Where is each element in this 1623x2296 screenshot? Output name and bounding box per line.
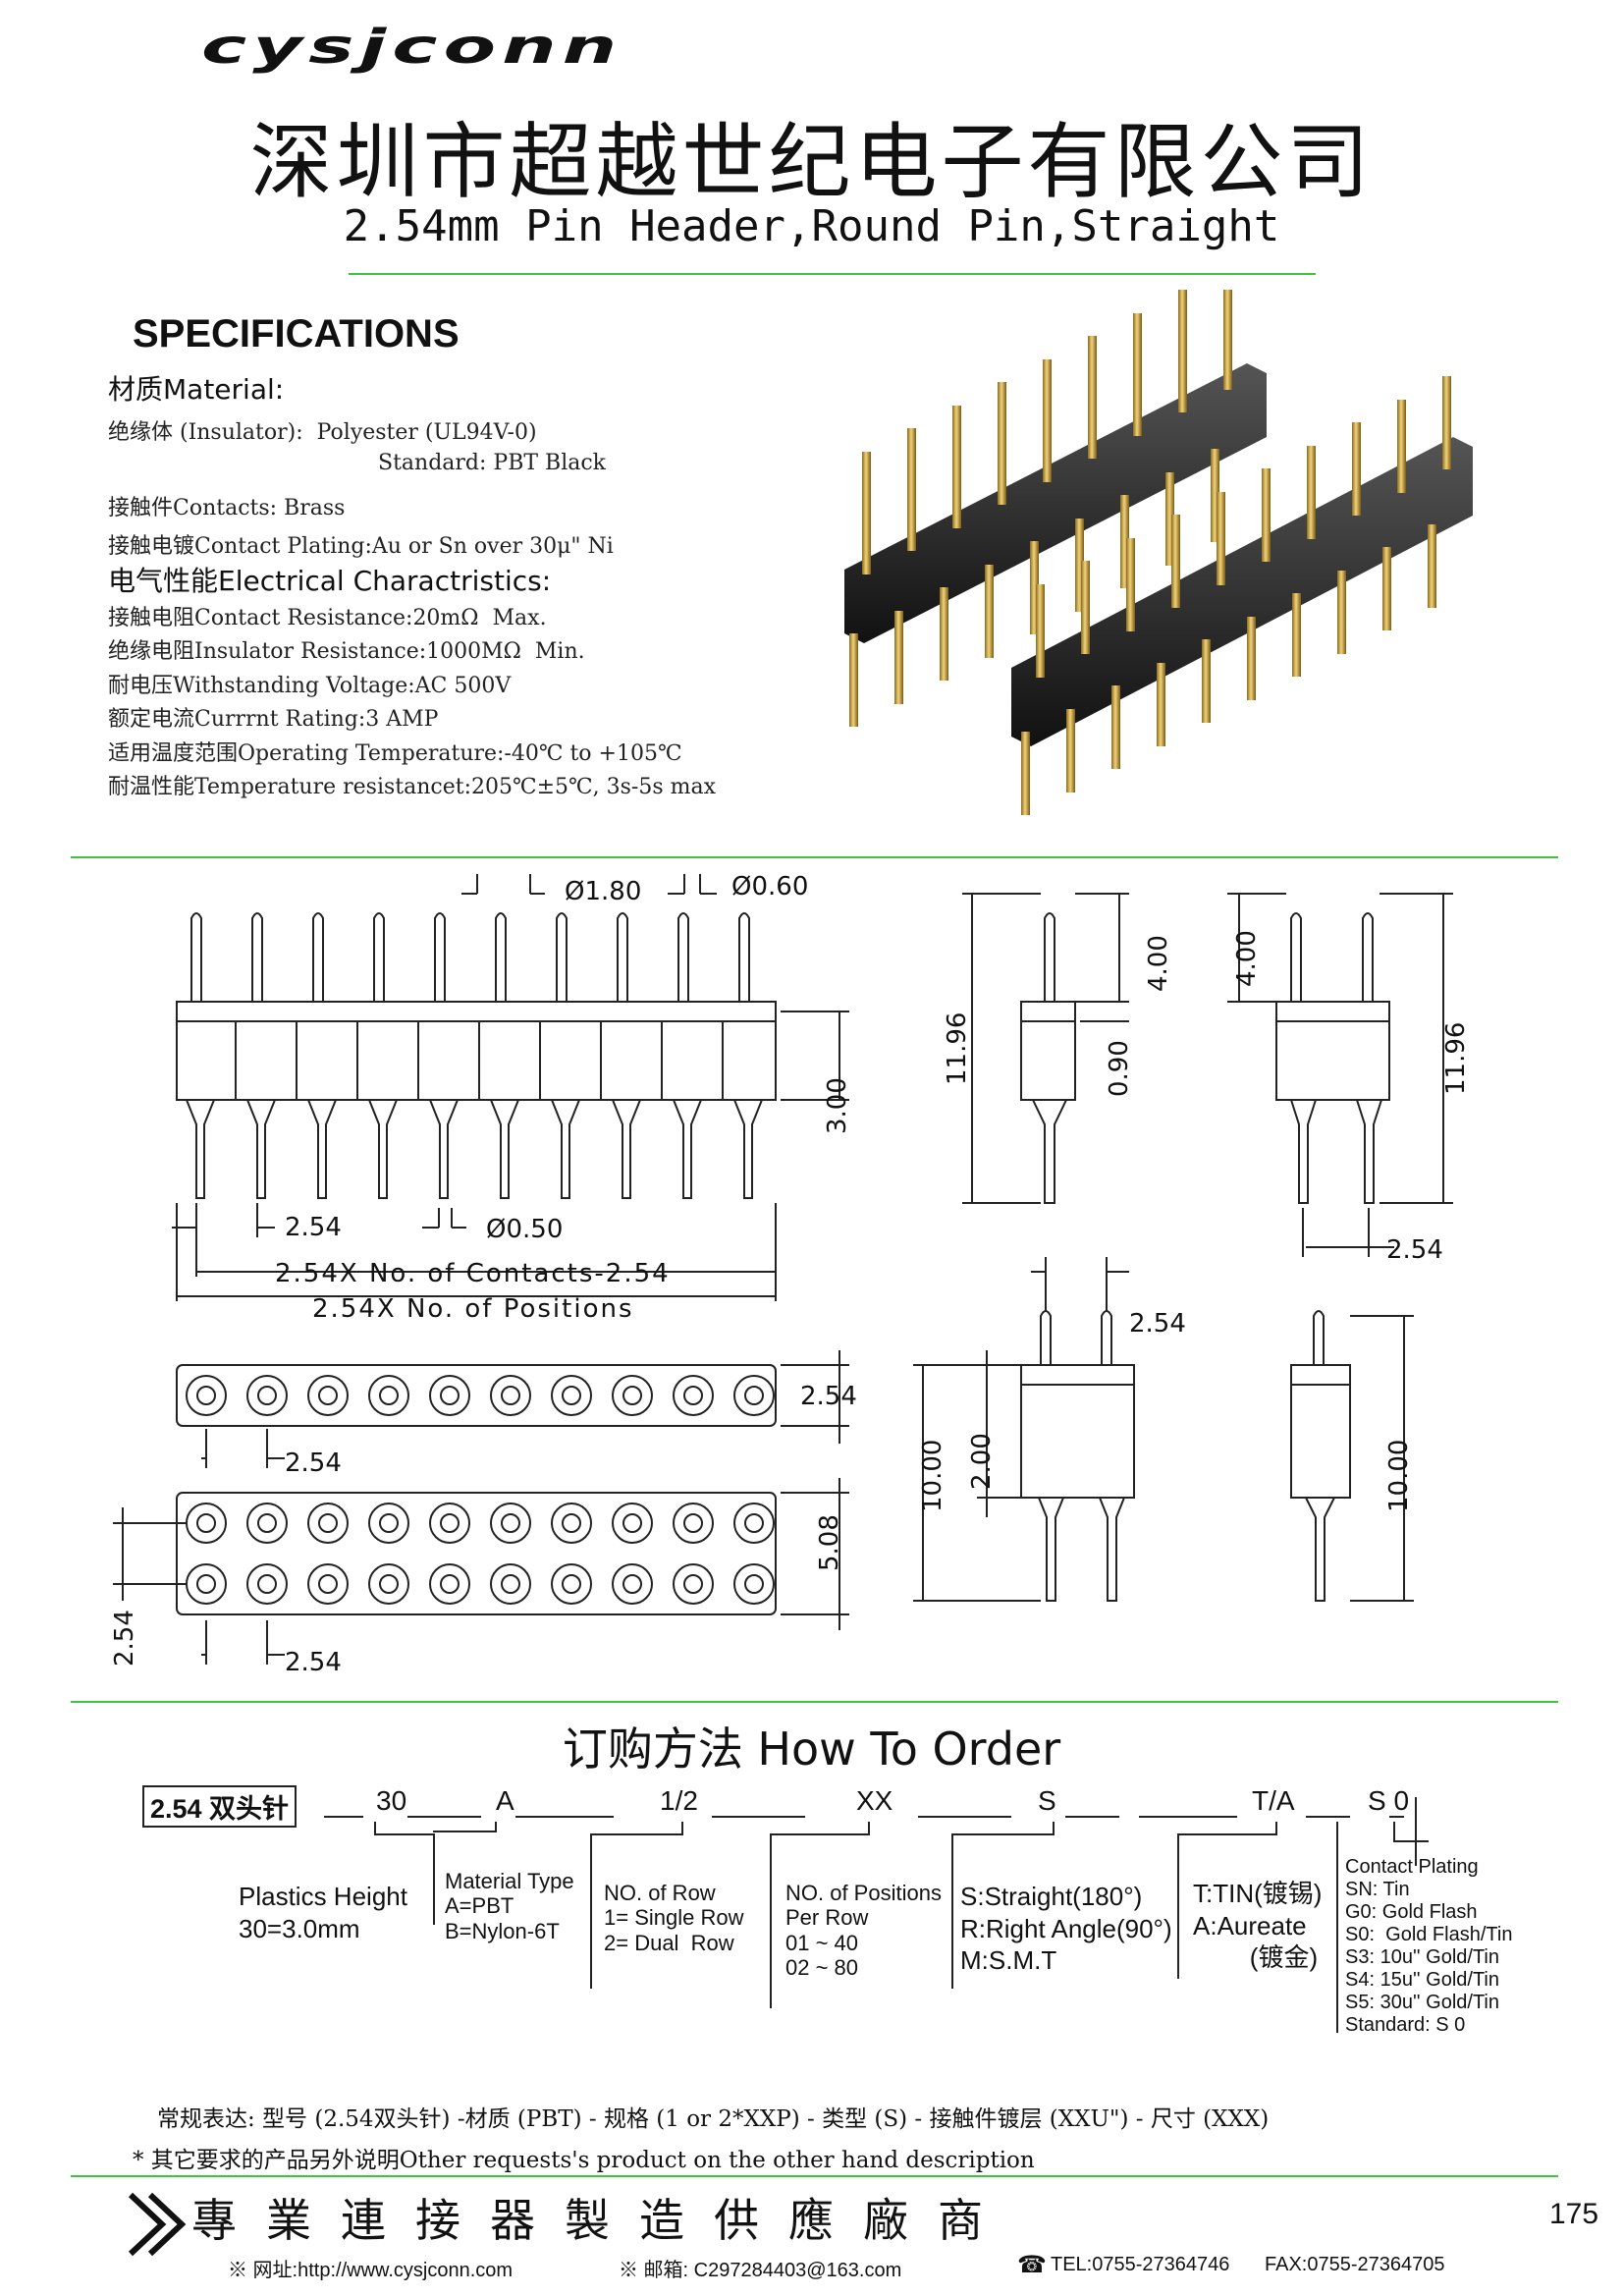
regular-expression-note: 常规表达: 型号 (2.54双头针) -材质 (PBT) - 规格 (1 or … [157, 2106, 1270, 2132]
company-slogan: 專業連接器製造供應廠商 [191, 2194, 1012, 2247]
spec-plating: 接触电镀Contact Plating:Au or Sn over 30μ" N… [108, 534, 614, 559]
side-view-pins [172, 874, 849, 1301]
front-view-single [1290, 1310, 1414, 1602]
profile-view-dual [1227, 893, 1453, 1257]
spec-temperature: 适用温度范围Operating Temperature:-40℃ to +105… [108, 741, 682, 766]
spec-contacts: 接触件Contacts: Brass [108, 496, 346, 520]
code-30: 30 [376, 1785, 407, 1816]
material-label: 材质Material: [108, 373, 285, 406]
telephone: TEL:0755-27364746 [1051, 2254, 1230, 2275]
email[interactable]: ※ 邮箱: C297284403@163.com [619, 2260, 902, 2281]
spec-divider [71, 856, 1558, 858]
dim-contacts-length: 2.54X No. of Contacts-2.54 [275, 1259, 671, 1288]
fax: FAX:0755-27364705 [1265, 2254, 1445, 2275]
other-request-note: * 其它要求的产品另外说明Other requests's product on… [133, 2148, 1035, 2173]
spec-temperature-resistance: 耐温性能Temperature resistancet:205℃±5℃, 3s-… [108, 775, 717, 799]
technical-drawing [113, 874, 1453, 1665]
order-height: Plastics Height 30=3.0mm [239, 1882, 407, 1943]
dim-pitch-dual: 2.54 [1386, 1235, 1443, 1265]
code-xx: XX [856, 1785, 893, 1816]
dim-d180: Ø1.80 [565, 877, 642, 906]
company-name: 深圳市超越世纪电子有限公司 [249, 114, 1374, 210]
dim-h1196-right: 11.96 [1441, 1021, 1471, 1095]
dim-pitch-top-single: 2.54 [285, 1449, 342, 1478]
order-tin: T:TIN(镀锡) A:Aureate (镀金) [1193, 1879, 1323, 1972]
spec-insulator-resistance: 绝缘电阻Insulator Resistance:1000MΩ Min. [108, 639, 585, 664]
front-view-dual [913, 1257, 1135, 1602]
dim-pitch-top-dual: 2.54 [285, 1648, 342, 1677]
page-number: 175 [1549, 2198, 1599, 2230]
dim-h1000-left: 10.00 [918, 1439, 947, 1512]
specs-heading: SPECIFICATIONS [133, 312, 460, 355]
order-part-name: 2.54 双头针 [142, 1785, 298, 1828]
spec-voltage: 耐电压Withstanding Voltage:AC 500V [108, 674, 512, 698]
dim-h090: 0.90 [1105, 1040, 1134, 1097]
dim-h200: 2.00 [967, 1433, 997, 1490]
code-a: A [496, 1785, 514, 1816]
electrical-label: 电气性能Electrical Charactristics: [108, 565, 552, 597]
dim-pitch-side: 2.54 [285, 1213, 342, 1242]
dim-h1000-right: 10.00 [1384, 1439, 1414, 1512]
dim-d060: Ø0.60 [731, 872, 809, 902]
code-s: S [1038, 1785, 1056, 1816]
code-s0: S 0 [1368, 1785, 1410, 1816]
top-view-dual [113, 1478, 849, 1665]
order-type: S:Straight(180°) R:Right Angle(90°) M:S.… [960, 1882, 1172, 1975]
chevron-right-icon [128, 2192, 187, 2257]
top-view-single [176, 1350, 849, 1468]
spec-standard: Standard: PBT Black [378, 451, 607, 475]
order-rows: NO. of Row 1= Single Row 2= Dual Row [604, 1881, 744, 1955]
code-row: 1/2 [660, 1785, 698, 1816]
spec-resistance: 接触电阻Contact Resistance:20mΩ Max. [108, 606, 547, 630]
dim-positions-length: 2.54X No. of Positions [312, 1294, 634, 1324]
order-positions: NO. of Positions Per Row 01 ~ 40 02 ~ 80 [785, 1881, 942, 1980]
profile-view-single [962, 893, 1129, 1204]
footer-divider [71, 2175, 1558, 2177]
dim-h508: 5.08 [815, 1514, 844, 1571]
code-ta: T/A [1252, 1785, 1295, 1816]
order-plating: Contact Plating SN: Tin G0: Gold Flash S… [1345, 1856, 1513, 2036]
product-title: 2.54mm Pin Header,Round Pin,Straight [343, 201, 1280, 251]
dim-h400-left: 4.00 [1144, 935, 1173, 992]
order-code-lines [324, 1797, 1429, 2033]
header-divider [349, 273, 1316, 275]
dim-h300: 3.00 [823, 1077, 852, 1134]
dim-h1196-left: 11.96 [943, 1011, 972, 1085]
order-title: 订购方法 How To Order [562, 1722, 1061, 1776]
spec-insulator: 绝缘体 (Insulator): Polyester (UL94V-0) [108, 420, 537, 445]
dim-d050: Ø0.50 [486, 1215, 564, 1244]
dim-pitch-front: 2.54 [1129, 1309, 1186, 1339]
dim-row-width: 2.54 [800, 1382, 857, 1411]
drawing-divider [71, 1701, 1558, 1703]
phone-icon: ☎ [1017, 2251, 1047, 2278]
spec-current: 额定电流Currrnt Rating:3 AMP [108, 707, 439, 732]
product-render [844, 290, 1473, 815]
dim-row-pitch: 2.54 [110, 1610, 139, 1667]
website[interactable]: ※ 网址:http://www.cysjconn.com [228, 2260, 514, 2281]
brand-logo: cysjconn [201, 20, 623, 75]
order-material: Material Type A=PBT B=Nylon-6T [445, 1869, 574, 1943]
dim-h400-right: 4.00 [1232, 930, 1262, 987]
